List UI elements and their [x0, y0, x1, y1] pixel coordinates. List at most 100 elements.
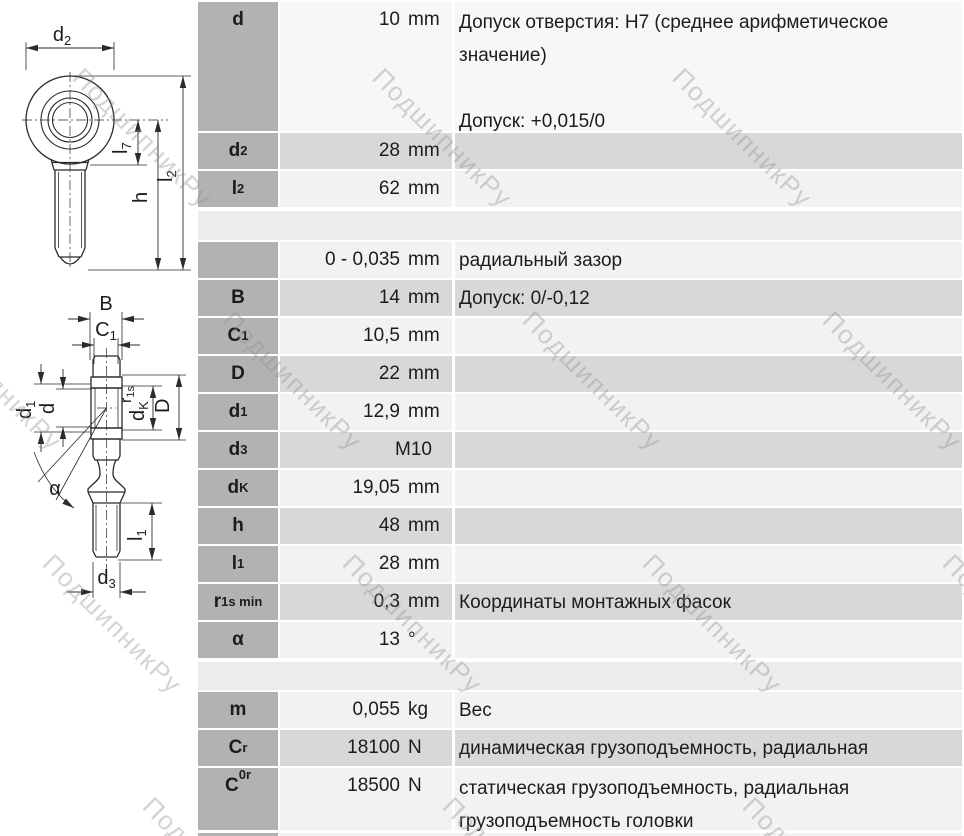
dim-label-alpha: α — [49, 478, 61, 500]
row-unit: mm — [408, 401, 440, 422]
column-divider — [452, 356, 455, 392]
section-view: B C1 — [14, 293, 186, 598]
dim-label-l2: l2 — [155, 170, 179, 182]
row-unit: mm — [408, 363, 440, 384]
row-description: Допуск: 0/-0,12 — [455, 280, 962, 316]
row-description — [455, 470, 962, 506]
dim-label-D: D — [152, 399, 174, 413]
row-unit: mm — [408, 477, 440, 498]
column-divider — [452, 622, 455, 658]
table-row-cutoff — [198, 832, 962, 836]
row-value: 48 — [378, 515, 400, 536]
row-value: 28 — [378, 140, 400, 161]
dim-label-d2: d2 — [53, 24, 71, 48]
row-value-area: 18500 N — [280, 768, 452, 830]
row-value: 22 — [378, 363, 400, 384]
dim-label-l7: l7 — [110, 142, 134, 154]
row-value-area: 48 mm — [280, 508, 452, 544]
front-view: d2 l7 h l2 — [22, 24, 191, 271]
table-row: D 22 mm — [198, 356, 962, 394]
row-unit: mm — [408, 249, 440, 270]
dim-label-d1: d1 — [14, 401, 38, 419]
column-divider — [452, 171, 455, 207]
column-divider — [452, 508, 455, 544]
row-description — [455, 394, 962, 430]
dim-label-r1s: r1s — [118, 386, 137, 403]
row-value-area: 12,9 mm — [280, 394, 452, 430]
row-unit: mm — [408, 591, 440, 612]
column-divider — [452, 730, 455, 766]
dim-label-B: B — [99, 293, 112, 315]
row-value-area: 14 mm — [280, 280, 452, 316]
technical-drawing: d2 l7 h l2 B C1 — [14, 24, 191, 598]
row-label — [198, 833, 278, 836]
table-section-gap — [198, 660, 962, 692]
row-value: 0 - 0,035 — [325, 249, 400, 270]
spec-table-rows: d 10 mm Допуск отверстия: H7 (среднее арифм… — [198, 2, 962, 836]
row-value: 28 — [378, 553, 400, 574]
row-value: 12,9 — [363, 401, 400, 422]
row-label: α — [198, 622, 278, 658]
row-value: 19,05 — [352, 477, 400, 498]
row-description — [455, 356, 962, 392]
row-value-area: 10 mm — [280, 2, 452, 131]
column-divider — [452, 394, 455, 430]
row-value: 62 — [378, 178, 400, 199]
row-value: 14 — [378, 287, 400, 308]
column-divider — [452, 318, 455, 354]
column-divider — [452, 280, 455, 316]
row-unit: mm — [408, 9, 440, 30]
row-value-area: 0 - 0,035 mm — [280, 242, 452, 278]
row-unit: N — [408, 775, 422, 796]
dim-label-l1: l1 — [125, 529, 149, 541]
row-value: 0,055 — [352, 699, 400, 720]
column-divider — [452, 584, 455, 620]
row-description — [455, 171, 962, 207]
row-value-area: 13° — [280, 622, 452, 658]
row-label: D — [198, 356, 278, 392]
column-divider — [452, 546, 455, 582]
row-unit: mm — [408, 287, 440, 308]
row-label: m — [198, 692, 278, 728]
row-value: 18100 — [347, 737, 400, 758]
row-label: d — [198, 2, 278, 131]
row-value: 10 — [378, 9, 400, 30]
row-description — [455, 133, 962, 169]
column-divider — [452, 692, 455, 728]
row-unit: ° — [408, 629, 416, 650]
row-unit: mm — [408, 325, 440, 346]
row-unit: kg — [408, 699, 429, 720]
row-description: Допуск отверстия: H7 (среднее арифметиче… — [455, 2, 962, 132]
column-divider — [452, 2, 455, 131]
row-value: M10 — [395, 439, 432, 460]
row-value: 0,3 — [373, 591, 400, 612]
column-divider — [452, 133, 455, 169]
row-value: 10,5 — [363, 325, 400, 346]
column-divider — [452, 242, 455, 278]
dim-label-C1: C1 — [95, 319, 117, 343]
row-value: 18500 — [347, 775, 400, 796]
row-unit: mm — [408, 515, 440, 536]
row-description: Координаты монтажных фасок — [455, 584, 962, 620]
